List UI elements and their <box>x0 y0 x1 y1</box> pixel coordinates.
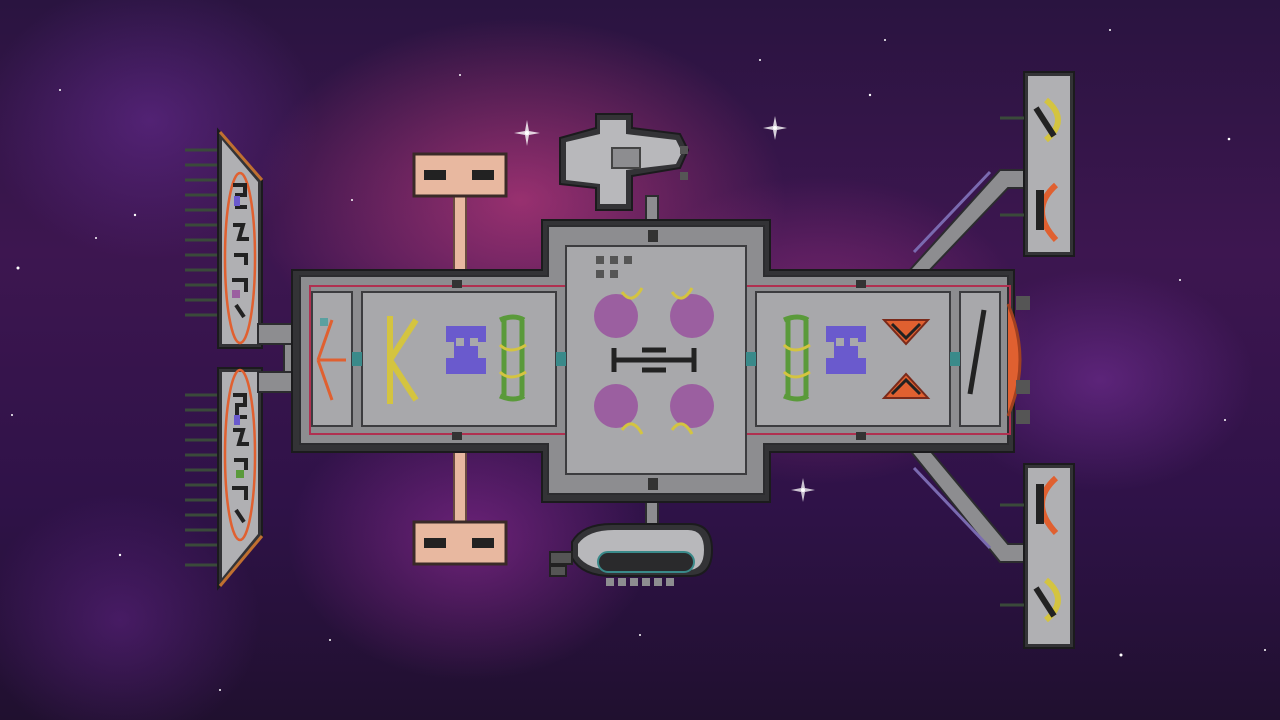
central-bridge[interactable] <box>565 245 747 475</box>
thruster-spines-top <box>185 148 222 317</box>
front-room-right[interactable] <box>959 291 1001 427</box>
upper-docked-shuttle[interactable] <box>559 113 690 225</box>
right-outrigger-top[interactable] <box>1000 71 1075 257</box>
medbay-system-icon-right <box>783 314 810 402</box>
interior-doors <box>352 352 960 366</box>
lower-docked-shuttle[interactable] <box>549 497 714 586</box>
right-outrigger-bottom[interactable] <box>1000 463 1075 649</box>
systems-room-right[interactable] <box>755 291 951 427</box>
lower-sensor-pod[interactable] <box>412 447 508 566</box>
weapons-system-icon <box>387 316 419 404</box>
shields-system-icon-right <box>826 326 866 374</box>
medbay-system-icon <box>499 314 526 402</box>
left-weapon-array-top[interactable] <box>185 127 264 349</box>
systems-room-left[interactable] <box>361 291 557 427</box>
thruster-spines-bottom <box>185 393 222 567</box>
engines-system-icon <box>881 319 931 399</box>
starfield <box>11 29 1266 691</box>
helm-icon <box>611 347 697 373</box>
upper-sensor-pod[interactable] <box>412 152 508 271</box>
left-weapon-array-bottom[interactable] <box>185 367 264 591</box>
shields-system-icon <box>446 326 486 374</box>
engine-room-left[interactable] <box>311 291 353 427</box>
